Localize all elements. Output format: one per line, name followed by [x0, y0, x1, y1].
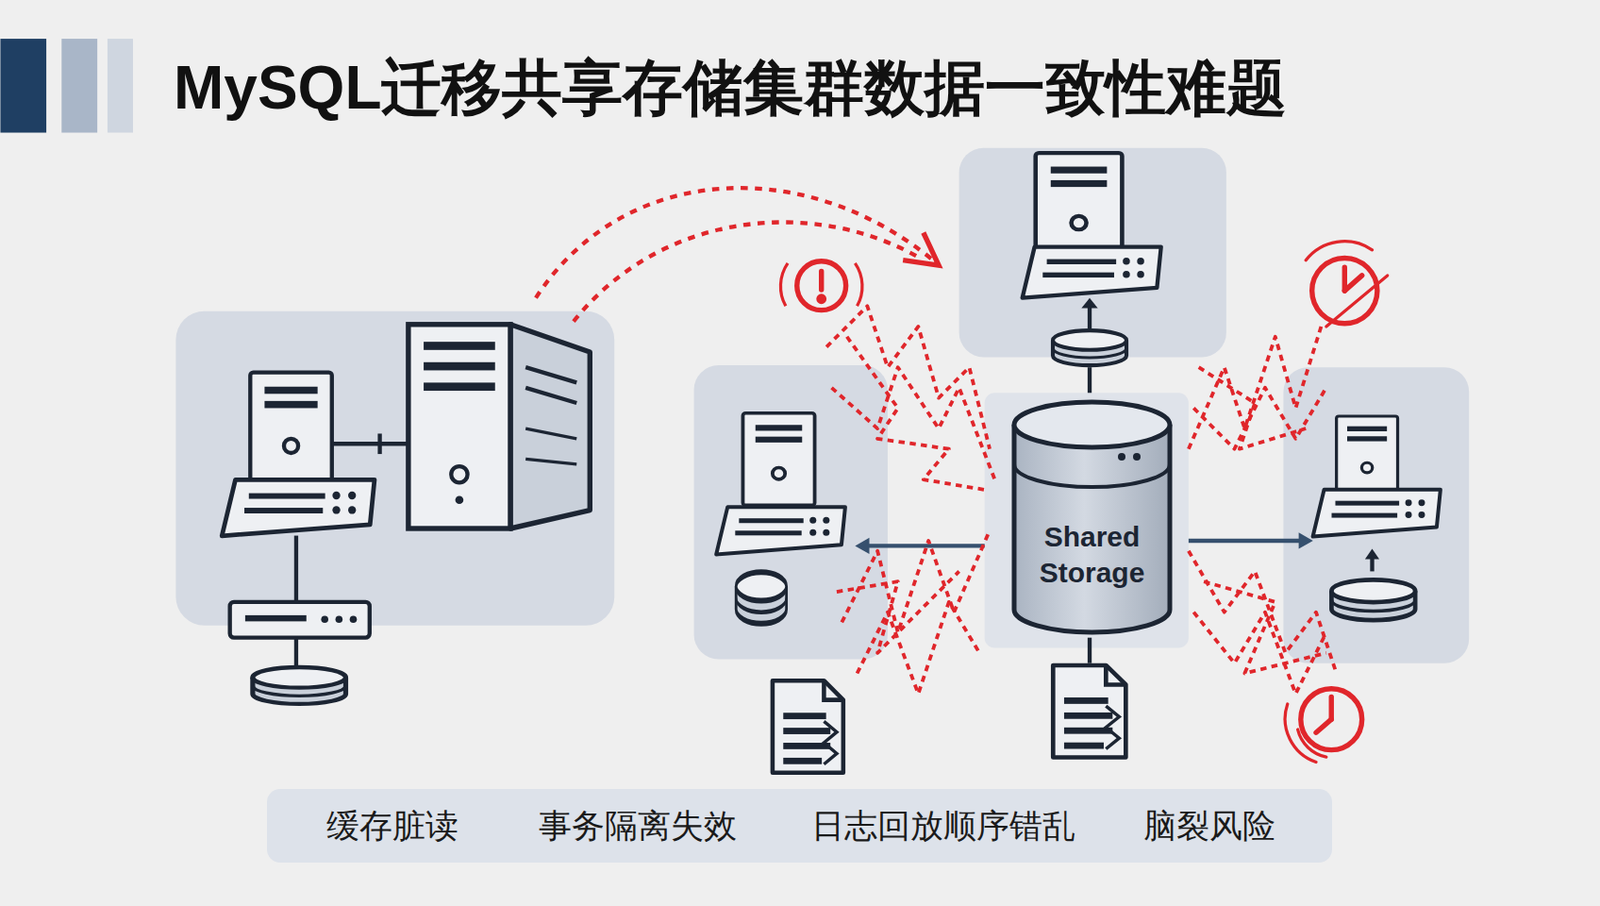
conflict-lines-part — [857, 601, 981, 694]
clock-icon-part — [1329, 696, 1334, 719]
source-server-group-part — [230, 601, 370, 638]
clock-icon-part — [1326, 275, 1388, 327]
migration-arrow — [535, 187, 939, 321]
log-files-part — [1087, 637, 1092, 664]
source-server-group-part — [408, 324, 511, 529]
alert-icon — [780, 261, 863, 311]
diagram-title: MySQL迁移共享存储集群数据一致性难题 — [173, 47, 1287, 130]
log-files-part — [772, 680, 844, 773]
clock-icon-part — [1305, 241, 1372, 261]
alert-icon-part — [780, 263, 788, 306]
cluster-node-right-part — [1336, 416, 1399, 495]
source-server-group-part — [335, 615, 344, 623]
migration-arrow-part — [902, 232, 939, 266]
source-server-group — [175, 311, 615, 704]
conflict-lines-part — [841, 530, 990, 633]
cluster-node-left-part — [735, 571, 786, 623]
title-bars — [0, 38, 134, 133]
clock-icon-part — [1316, 718, 1332, 733]
source-server-group-part — [332, 441, 409, 446]
title-bars-part — [0, 38, 47, 133]
conflict-lines — [826, 305, 1337, 694]
cluster-node-top-part — [959, 148, 1227, 358]
conflict-lines-part — [832, 366, 996, 480]
source-server-group-part — [455, 495, 465, 504]
source-server-group-part — [450, 466, 467, 483]
conflict-lines-part — [836, 570, 960, 652]
cluster-node-top-part — [1081, 298, 1098, 309]
cluster-node-top-part — [1052, 330, 1127, 366]
clock-icon-part — [1344, 275, 1362, 291]
cluster-node-left-part — [742, 413, 815, 506]
cluster-node-top-part — [1022, 247, 1162, 299]
cluster-node-left — [694, 365, 1011, 659]
storage-backdrop — [984, 392, 1189, 648]
status-dot — [1133, 452, 1141, 461]
issue-label: 事务隔离失效 — [538, 803, 737, 849]
source-server-group-part — [350, 615, 358, 623]
cluster-node-right-part — [1173, 538, 1301, 543]
cluster-node-right-part — [1299, 532, 1314, 549]
alert-icon-part — [818, 296, 824, 301]
storage-label: Shared Storage — [1010, 518, 1174, 591]
issue-band: 缓存脏读 事务隔离失效 日志回放顺序错乱 脑裂风险 — [266, 788, 1333, 863]
alert-icon-part — [797, 261, 847, 311]
title-bars-part — [61, 38, 98, 133]
cluster-node-left-part — [694, 365, 888, 659]
source-server-group-part — [423, 362, 496, 371]
storage-cylinder: Shared Storage — [1010, 398, 1174, 638]
conflict-lines-part — [1193, 612, 1327, 694]
status-dot — [1117, 452, 1126, 461]
cluster-node-left-part — [854, 537, 869, 554]
source-server-group-part — [525, 428, 577, 439]
cluster-node-left-part — [716, 506, 846, 554]
cylinder-ring — [1014, 464, 1170, 487]
clock-icon-part — [1284, 703, 1317, 763]
issue-label: 日志回放顺序错乱 — [811, 803, 1076, 849]
issue-label: 缓存脏读 — [326, 803, 459, 849]
source-server-group-part — [377, 433, 382, 454]
migration-arrow-part — [535, 187, 937, 298]
issue-label: 脑裂风险 — [1143, 803, 1276, 849]
source-server-group-part — [320, 615, 329, 623]
source-server-group-part — [250, 372, 332, 485]
cluster-node-right-part — [1331, 579, 1416, 620]
clock-icon-part — [1300, 688, 1363, 750]
source-server-group-part — [423, 341, 496, 350]
cylinder-shape — [1010, 398, 1174, 638]
conflict-lines-part — [847, 336, 985, 490]
clock-icon-part — [1298, 729, 1327, 757]
source-server-group-part — [175, 311, 615, 626]
conflict-lines-part — [1203, 581, 1327, 673]
conflict-lines-part — [1199, 366, 1307, 449]
cluster-node-right-part — [1365, 549, 1380, 560]
cluster-node-top — [959, 148, 1227, 400]
log-files-part — [1052, 665, 1126, 758]
log-files — [772, 637, 1126, 773]
source-server-group-part — [525, 366, 577, 383]
cluster-node-top-part — [1035, 152, 1123, 260]
alert-icon-part — [854, 263, 863, 306]
cluster-node-top-part — [1087, 305, 1092, 329]
source-server-group-part — [525, 387, 577, 403]
cluster-node-right-part — [1313, 489, 1441, 537]
source-server-group-part — [510, 324, 590, 529]
source-server-group-part — [221, 479, 375, 535]
cluster-node-right — [1173, 366, 1470, 664]
cylinder-top — [1014, 401, 1170, 448]
conflict-lines-part — [826, 305, 990, 449]
conflict-lines-part — [1193, 387, 1327, 450]
conflict-lines-part — [1188, 550, 1337, 674]
source-server-group-part — [245, 615, 307, 621]
clock-icon — [1284, 241, 1388, 763]
source-server-group-part — [525, 458, 577, 464]
title-bars-part — [107, 38, 134, 133]
alert-icon-part — [818, 271, 824, 290]
source-server-group-part — [423, 382, 496, 391]
source-server-group-part — [294, 535, 299, 604]
source-server-group-part — [252, 666, 347, 704]
